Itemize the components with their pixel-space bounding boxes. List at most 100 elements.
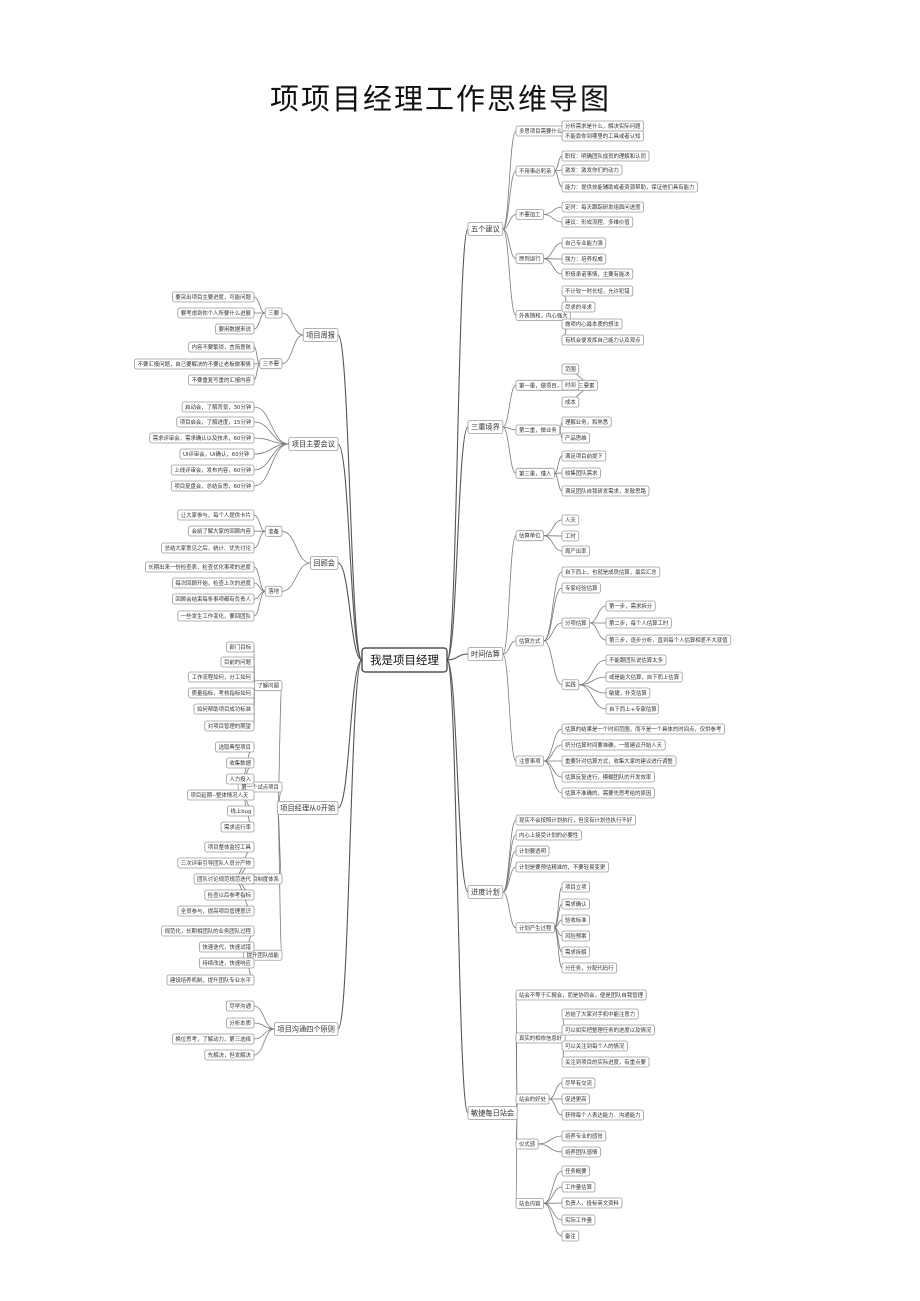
connector-line	[281, 334, 304, 365]
connector-line	[253, 363, 261, 381]
branch-node: 项目沟通四个原则	[273, 1022, 339, 1036]
node-box	[171, 1033, 255, 1045]
topic-node: 三不要	[259, 358, 283, 370]
node-box	[515, 814, 636, 826]
connector-line	[502, 640, 517, 655]
node-label: 要考虑到你个人所要什么进展	[181, 309, 252, 317]
node-box	[605, 600, 656, 612]
leaf-node: 做项内心最本质的想法	[561, 318, 623, 330]
connector-line	[281, 562, 311, 592]
node-box	[605, 671, 683, 683]
leaf-node: 尽早沟通	[225, 1000, 255, 1012]
topic-node: 仪式感	[515, 1138, 539, 1150]
connector-line	[554, 886, 563, 929]
node-box	[225, 757, 255, 769]
node-box	[561, 130, 644, 142]
node-label: 不用事必躬亲	[519, 167, 551, 175]
node-box	[561, 253, 607, 265]
node-label: 培养专业的感觉	[565, 1132, 603, 1140]
node-label: 做项内心最本质的想法	[565, 320, 620, 328]
node-label: 了解问题	[257, 682, 279, 690]
connector-line	[337, 562, 363, 661]
node-box	[204, 841, 255, 853]
leaf-node: 三次评审引导团队人员分产物	[177, 857, 255, 869]
node-label: 自下而上，也就是成员估算，最后汇总	[565, 568, 657, 576]
connector-line	[554, 155, 563, 172]
node-box	[561, 1040, 628, 1052]
node-label: 尽求的寻求	[565, 303, 593, 311]
node-box	[515, 989, 647, 1001]
node-label: 任务概要	[565, 1167, 587, 1175]
leaf-node: 让大家参与，每个人提供卡片	[177, 509, 255, 521]
connector-line	[253, 346, 261, 365]
node-box	[561, 946, 591, 958]
node-box	[515, 922, 555, 934]
node-label: 不要加工	[519, 210, 541, 218]
connector-line	[543, 640, 563, 686]
node-box	[605, 703, 659, 715]
leaf-node: 积极承诺事情，主要有能决	[561, 268, 634, 280]
node-label: 不要汇报问题，自己要解决的不要让老板做事情	[138, 360, 252, 368]
node-box	[177, 307, 255, 319]
branch-node: 项目周报	[302, 328, 339, 342]
node-label: 真实的相依信息好	[519, 1034, 563, 1042]
node-label: 项目周报	[306, 331, 335, 340]
node-label: 收集团队需求	[565, 469, 598, 477]
node-box	[204, 720, 255, 732]
node-box	[515, 165, 555, 177]
connector-line	[253, 590, 266, 617]
leaf-node: 时间	[561, 379, 580, 391]
node-label: 敏捷，扑克估算	[609, 689, 647, 697]
connector-line	[502, 866, 517, 893]
node-box	[188, 687, 255, 699]
node-box	[561, 432, 591, 444]
topic-node: 第二重，做业务	[515, 424, 561, 436]
leaf-node: 需求拆解	[561, 946, 591, 958]
connector-line	[281, 530, 311, 564]
node-label: 项目整体监控工具	[208, 843, 252, 851]
node-box	[561, 1181, 596, 1193]
connector-line	[253, 443, 289, 471]
node-box	[144, 561, 255, 573]
leaf-node: 重要针对估算方式，收集大家的建议进行调整	[561, 755, 677, 767]
node-label: 重要针对估算方式，收集大家的建议进行调整	[565, 757, 673, 765]
node-label: 现实不会按照计划执行，但没有计划也执行不好	[519, 816, 633, 824]
node-label: 准备	[268, 527, 279, 535]
node-box	[220, 656, 255, 668]
node-box	[561, 962, 617, 974]
connector-line	[543, 571, 563, 642]
node-label: 定时：每天跟踪研发组面问进度	[565, 203, 641, 211]
connector-line	[502, 426, 517, 474]
node-label: 满足项目前提下	[565, 452, 603, 460]
leaf-node: 敏捷，扑克估算	[605, 687, 651, 699]
node-box	[515, 1093, 550, 1105]
node-box	[561, 617, 591, 629]
connector-line	[502, 214, 517, 230]
leaf-node: 分析本质	[225, 1017, 255, 1029]
node-box	[171, 291, 255, 303]
topic-node: 估算单位	[515, 530, 545, 542]
node-box	[467, 222, 504, 236]
leaf-node: UI评审会，UI确认，60分钟	[179, 448, 255, 460]
page-title: 项项目经理工作思维导图	[270, 82, 612, 116]
connector-line	[543, 728, 563, 762]
leaf-node: 促进更高	[561, 1093, 591, 1105]
node-label: 内心上接受计划的必要性	[519, 831, 579, 839]
leaf-node: 换位思考，了解动力，第三选择	[171, 1033, 255, 1045]
leaf-node: 上线评审会，发布内容，60分钟	[170, 464, 255, 476]
leaf-node: 不要汇报问题，自己要解决的不要让老板做事情	[134, 358, 255, 370]
connector-line	[543, 258, 563, 275]
connector-line	[337, 659, 363, 809]
node-box	[515, 861, 609, 873]
node-box	[188, 525, 255, 537]
topic-node: 站会的好处	[515, 1093, 550, 1105]
node-label: 负责人，投标英文资料	[565, 1199, 620, 1207]
node-label: 第一重，做项目，控制好三要素	[519, 381, 595, 389]
node-label: 可以如实把整理任务的进度以及情况	[565, 1026, 652, 1034]
node-label: 计划是要预估精准的，不要轻易变更	[519, 863, 606, 871]
node-box	[467, 885, 504, 899]
connector-line	[543, 535, 563, 552]
leaf-node: 收集数据	[225, 757, 255, 769]
node-label: 部门目标	[229, 643, 251, 651]
